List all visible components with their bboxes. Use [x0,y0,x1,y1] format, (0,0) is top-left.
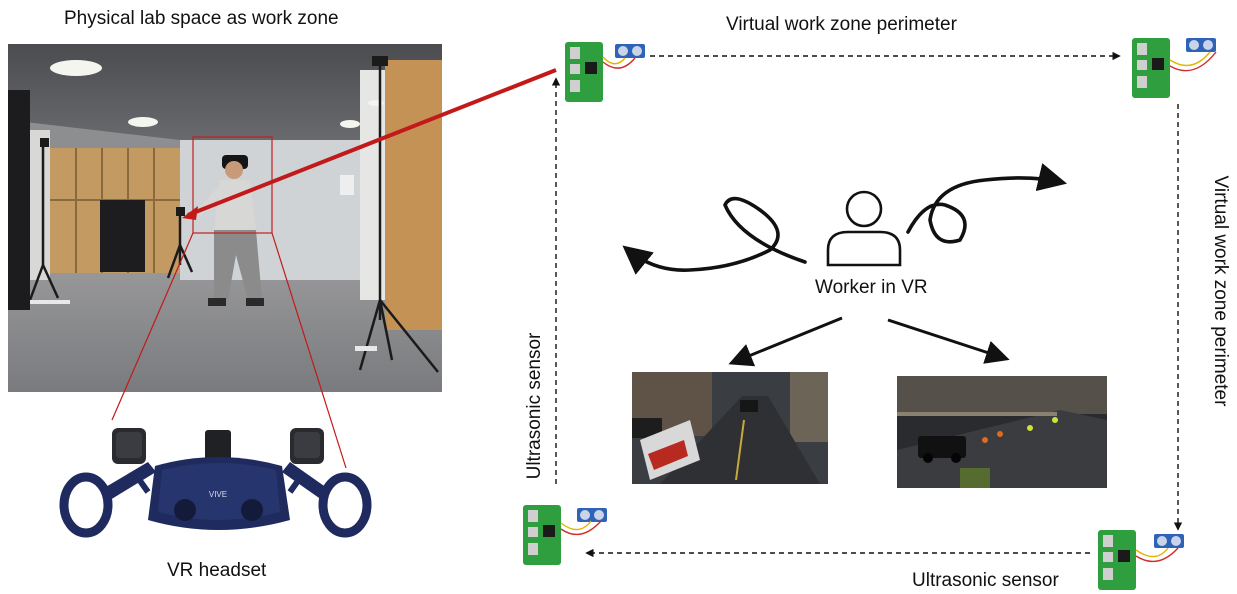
controller-icon [59,462,372,538]
vr-scene-street [632,372,828,484]
headset-label: VR headset [167,560,267,581]
callout-line-left [111,232,194,421]
worker-label: Worker in VR [815,277,928,298]
lab-photo [8,44,442,392]
base-station-icon [112,428,324,464]
lab-photo-title: Physical lab space as work zone [64,8,339,29]
raspberry-pi-sensor-icon [1132,38,1217,98]
bottom-sensor-label: Ultrasonic sensor [912,570,1059,591]
scribble-arrow-icon [622,163,1068,275]
pointer-arrow [187,68,557,217]
top-perimeter-label: Virtual work zone perimeter [726,14,957,35]
person-icon [826,190,902,267]
raspberry-pi-sensor-icon [1098,530,1184,590]
headset-brand-text: VIVE [209,490,227,499]
perimeter-arrows [551,51,1183,558]
scene-arrows [728,316,1010,367]
vr-headset-icon: VIVE [59,428,372,538]
raspberry-pi-sensor-icon [523,505,607,565]
raspberry-pi-sensor-icon [565,42,645,102]
vr-scene-worksite [897,376,1107,488]
callout-line-right [271,232,347,469]
